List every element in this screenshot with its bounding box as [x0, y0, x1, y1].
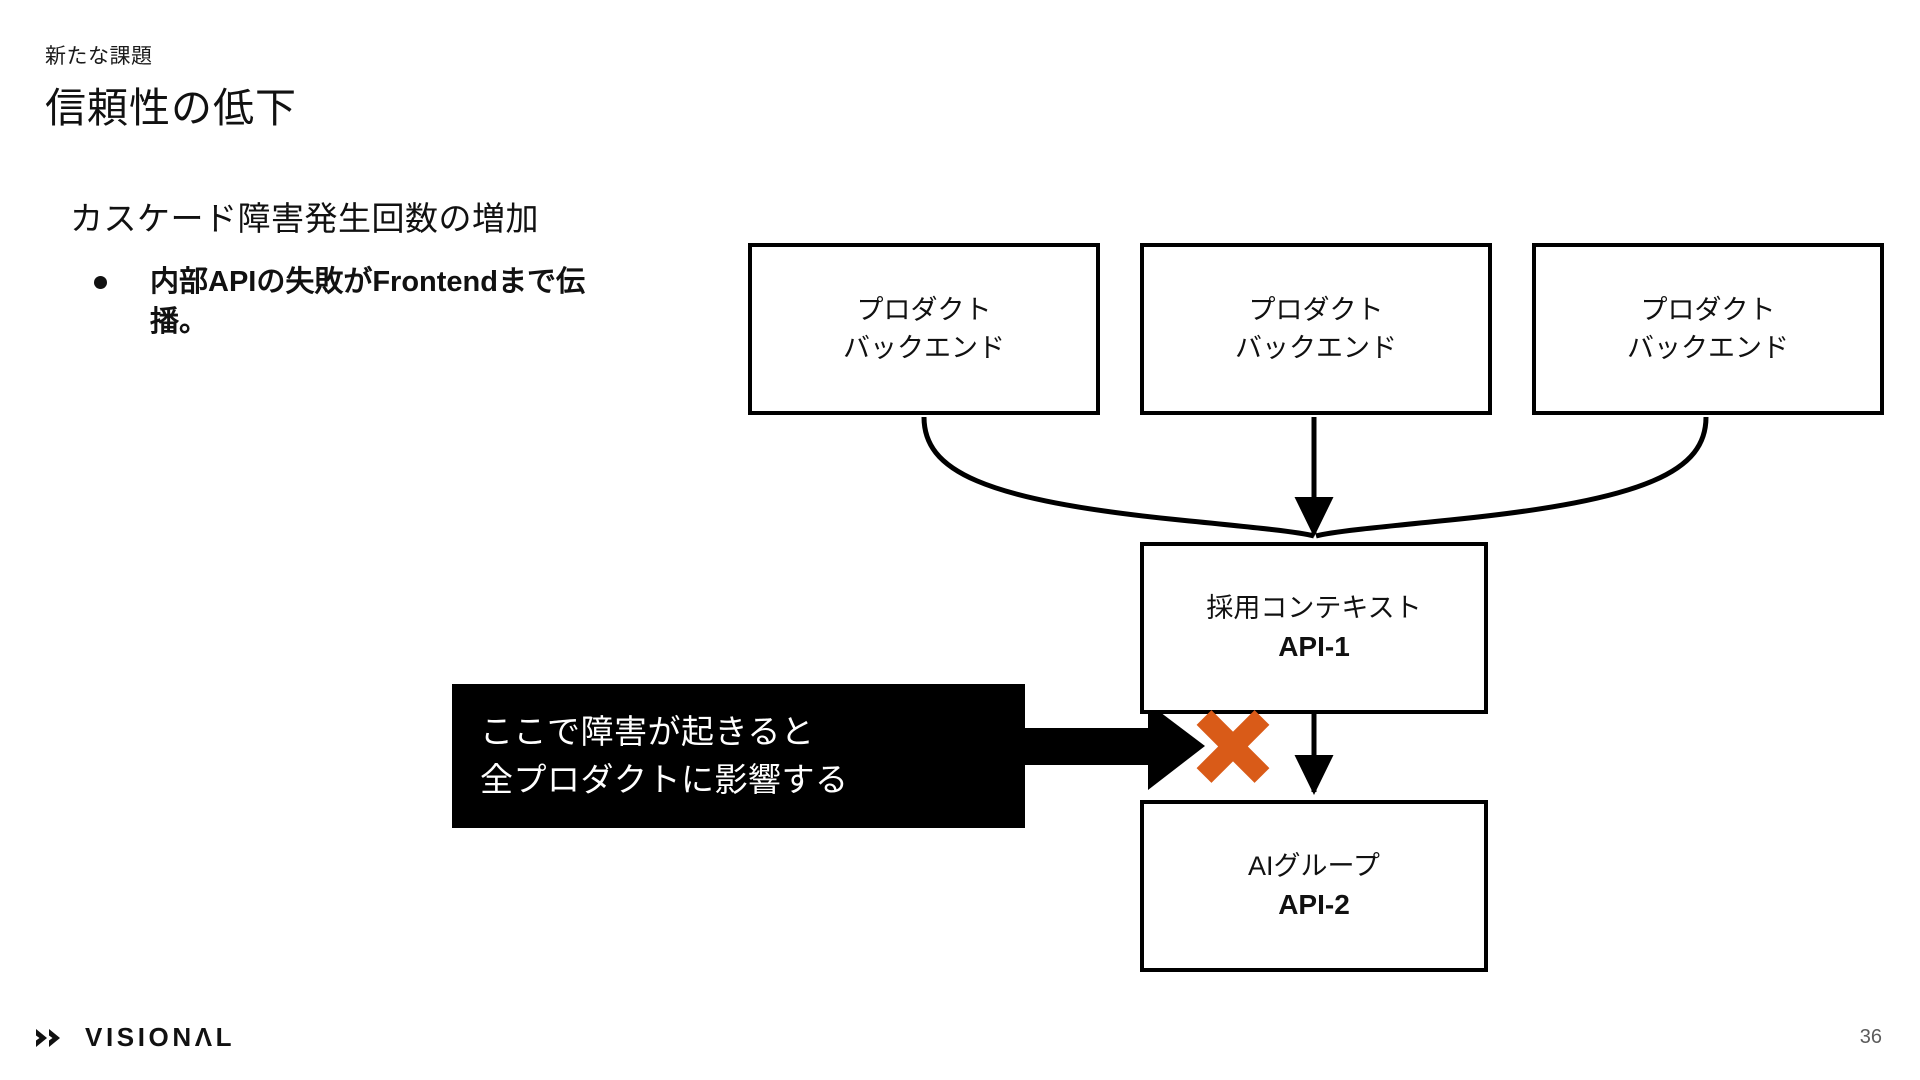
connector-backend3-to-api1: [1315, 416, 1709, 539]
node-label-line2: バックエンド: [1235, 333, 1397, 363]
slide-eyebrow: 新たな課題: [45, 45, 153, 68]
node-label-line2: バックエンド: [843, 333, 1005, 363]
page-title: 信頼性の低下: [45, 85, 297, 131]
node-label-line1: プロダクト: [856, 294, 992, 325]
node-label-line2: API-1: [1278, 631, 1350, 663]
logo-wordmark: VISIONΛL: [85, 1022, 236, 1052]
node-api-1[interactable]: 採用コンテキスト API-1: [1140, 542, 1488, 714]
callout-pointer-arrow: [1023, 703, 1205, 790]
lead-statement: カスケード障害発生回数の増加: [70, 200, 539, 237]
callout-box: ここで障害が起きると 全プロダクトに影響する: [452, 684, 1025, 828]
failure-x-icon: [1196, 709, 1270, 783]
node-label-line2: バックエンド: [1627, 333, 1789, 363]
bullet-dot-icon: [94, 276, 107, 289]
list-item-label: 内部APIの失敗がFrontendまで伝播。: [150, 266, 585, 339]
callout-line-2: 全プロダクトに影響する: [480, 761, 849, 798]
bullet-list: 内部APIの失敗がFrontendまで伝播。: [78, 262, 638, 342]
list-item: 内部APIの失敗がFrontendまで伝播。: [78, 262, 638, 342]
node-api-2[interactable]: AIグループ API-2: [1140, 800, 1488, 972]
node-label-line1: プロダクト: [1248, 294, 1384, 325]
page-number: 36: [1859, 1026, 1882, 1048]
node-product-backend-2[interactable]: プロダクト バックエンド: [1140, 243, 1492, 415]
callout-line-1: ここで障害が起きると: [480, 713, 815, 751]
node-label-line2: API-2: [1278, 889, 1350, 921]
node-label-line1: AIグループ: [1248, 850, 1380, 881]
node-label-line1: プロダクト: [1640, 294, 1776, 325]
node-product-backend-1[interactable]: プロダクト バックエンド: [748, 243, 1100, 415]
visional-logo: VISIONΛL: [34, 1022, 235, 1053]
connector-backend1-to-api1: [921, 416, 1315, 539]
node-product-backend-3[interactable]: プロダクト バックエンド: [1532, 243, 1884, 415]
double-chevron-icon: [36, 1028, 60, 1047]
node-label-line1: 採用コンテキスト: [1206, 592, 1422, 623]
